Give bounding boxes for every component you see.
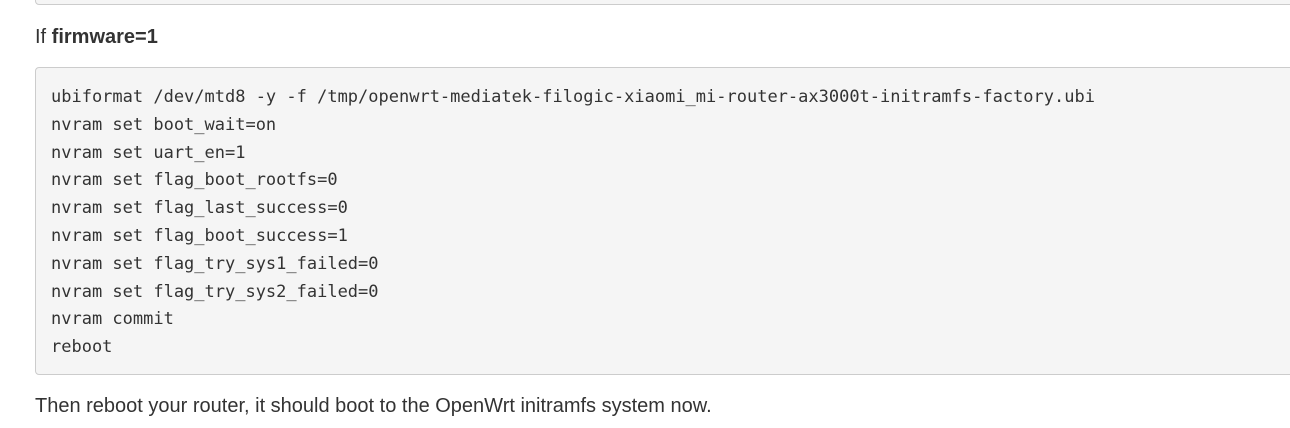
previous-code-block	[35, 0, 1290, 5]
code-block[interactable]: ubiformat /dev/mtd8 -y -f /tmp/openwrt-m…	[35, 67, 1290, 375]
code-line[interactable]: nvram set boot_wait=on	[51, 114, 277, 135]
instruction-text: Then reboot your router, it should boot …	[35, 395, 712, 417]
code-line[interactable]: reboot	[51, 337, 113, 358]
heading-firmware-value: firmware=1	[51, 26, 158, 48]
heading-prefix: If	[35, 26, 52, 48]
code-line[interactable]: nvram commit	[51, 309, 174, 330]
code-line[interactable]: nvram set uart_en=1	[51, 142, 246, 163]
code-line[interactable]: nvram set flag_boot_success=1	[51, 225, 348, 246]
code-line[interactable]: nvram set flag_boot_rootfs=0	[51, 170, 338, 191]
section-heading: If firmware=1	[35, 25, 158, 49]
code-line[interactable]: nvram set flag_last_success=0	[51, 198, 348, 219]
code-line[interactable]: nvram set flag_try_sys1_failed=0	[51, 253, 379, 274]
code-lines: ubiformat /dev/mtd8 -y -f /tmp/openwrt-m…	[51, 84, 1095, 362]
code-line[interactable]: ubiformat /dev/mtd8 -y -f /tmp/openwrt-m…	[51, 87, 1095, 107]
code-line[interactable]: nvram set flag_try_sys2_failed=0	[51, 281, 379, 302]
